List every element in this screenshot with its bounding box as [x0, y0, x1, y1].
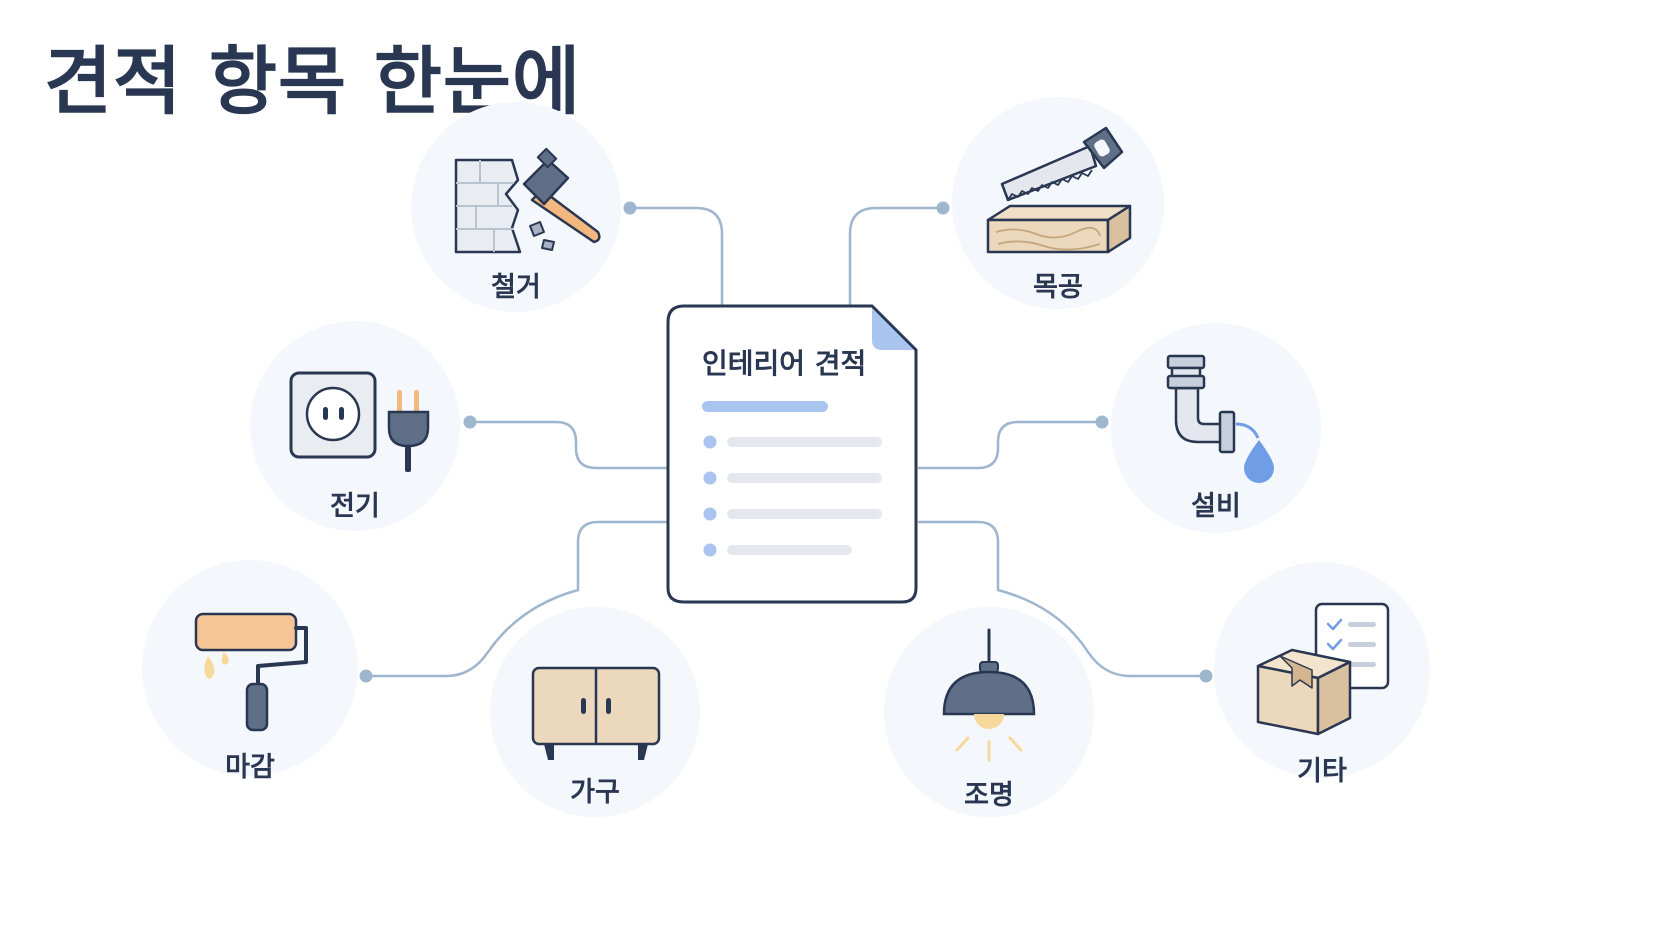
category-label: 전기 [330, 491, 380, 522]
category-electrical: 전기 [250, 321, 460, 531]
category-label: 철거 [491, 272, 541, 303]
category-label: 목공 [1033, 272, 1083, 303]
category-label: 마감 [225, 752, 275, 783]
list-bullet [703, 471, 717, 485]
connector-dot [463, 415, 477, 429]
connector-dot [359, 669, 373, 683]
connector-electrical [470, 420, 668, 470]
connector-demolition [630, 206, 724, 320]
connector-others [918, 520, 1206, 678]
connector-dot [936, 201, 950, 215]
category-label: 가구 [570, 777, 620, 808]
category-lighting: 조명 [884, 607, 1094, 817]
category-label: 조명 [964, 780, 1014, 811]
estimate-document: 인테리어 견적 [666, 304, 918, 604]
list-bullet [703, 435, 717, 449]
paint-roller-icon [194, 612, 308, 732]
list-line [727, 437, 882, 447]
pendant-lamp-icon [942, 628, 1036, 762]
category-furniture: 가구 [490, 607, 700, 817]
category-plumbing: 설비 [1111, 323, 1321, 533]
category-circle [142, 560, 358, 776]
connector-finishing [366, 520, 668, 678]
box-checklist-icon [1256, 602, 1390, 736]
demolition-wall-hammer-icon [454, 147, 601, 254]
saw-wood-plank-icon [986, 126, 1132, 254]
pipe-water-drop-icon [1166, 354, 1274, 483]
connector-carpentry [848, 206, 943, 320]
connectors [359, 201, 1213, 683]
document-list [703, 435, 882, 557]
connector-plumbing [918, 420, 1102, 470]
connector-dot [1095, 415, 1109, 429]
document-sheet [666, 304, 918, 604]
category-label: 기타 [1297, 756, 1347, 787]
list-line [727, 473, 882, 483]
category-label: 설비 [1191, 491, 1241, 522]
list-line [727, 545, 852, 555]
cabinet-icon [531, 666, 661, 760]
list-line [727, 509, 882, 519]
category-carpentry: 목공 [952, 97, 1164, 309]
category-demolition: 철거 [411, 102, 621, 312]
document-heading-bar [702, 401, 828, 412]
document-fold [872, 308, 914, 350]
connector-dot [623, 201, 637, 215]
outlet-plug-icon [289, 371, 430, 472]
list-bullet [703, 543, 717, 557]
category-others: 기타 [1214, 562, 1430, 787]
category-finishing: 마감 [142, 560, 358, 783]
list-bullet [703, 507, 717, 521]
connector-dot [1199, 669, 1213, 683]
document-title: 인테리어 견적 [702, 347, 866, 380]
